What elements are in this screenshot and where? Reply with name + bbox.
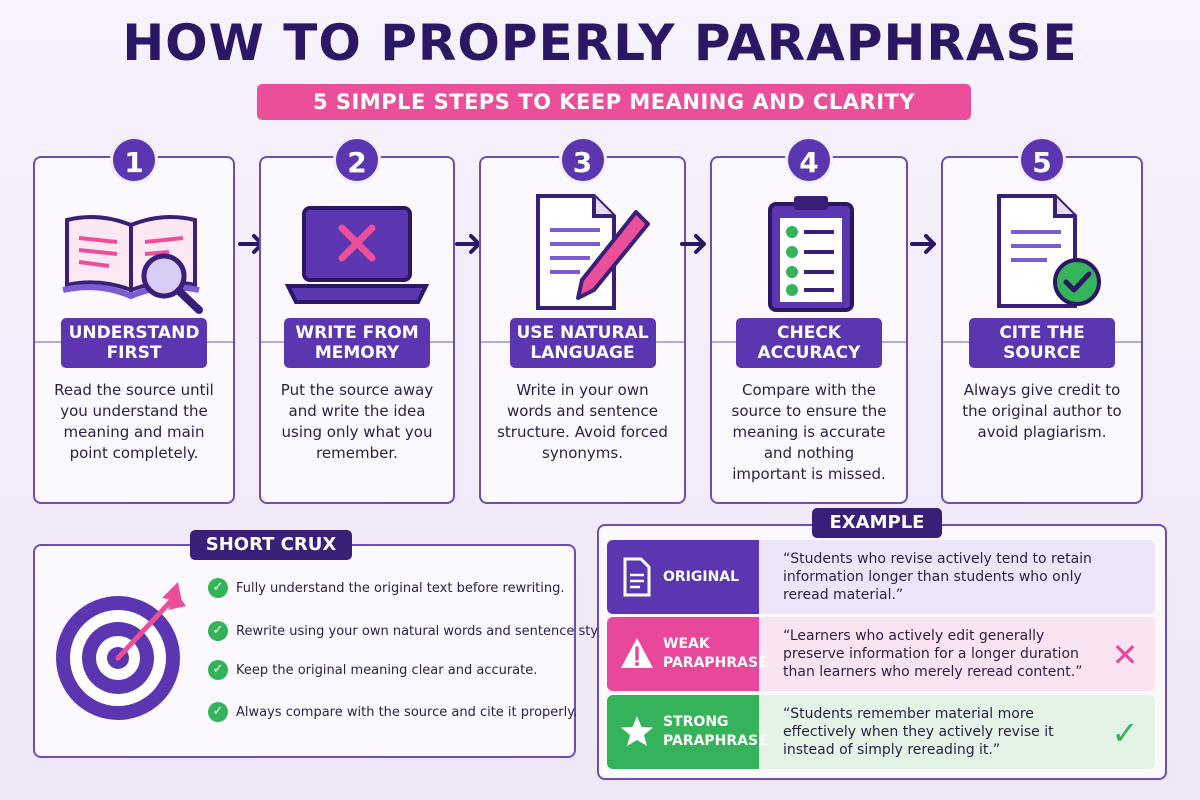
step-card-3: 3 USE NATURAL LANGUAGE Write in your own… bbox=[479, 136, 686, 504]
crux-item: ✓ Fully understand the original text befo… bbox=[208, 577, 565, 599]
arrow-right-icon bbox=[680, 234, 706, 254]
example-title: EXAMPLE bbox=[812, 508, 942, 538]
step-number: 1 bbox=[110, 136, 158, 184]
step-number: 5 bbox=[1018, 136, 1066, 184]
warning-icon bbox=[621, 638, 653, 668]
crux-item: ✓ Keep the original meaning clear and acc… bbox=[208, 659, 537, 681]
example-row-original: ORIGINAL “Students who revise actively t… bbox=[607, 540, 1155, 614]
page-title: HOW TO PROPERLY PARAPHRASE bbox=[122, 14, 1078, 72]
step-description: Compare with the source to ensure the me… bbox=[731, 381, 887, 483]
step-label: CHECK ACCURACY bbox=[736, 318, 882, 368]
step-description: Write in your own words and sentence str… bbox=[497, 381, 668, 462]
step-label: UNDERSTAND FIRST bbox=[61, 318, 207, 368]
document-pencil-icon bbox=[535, 194, 650, 310]
crux-item: ✓ Rewrite using your own natural words an… bbox=[208, 620, 614, 642]
crux-item-text: Always compare with the source and cite … bbox=[236, 704, 578, 720]
step-number: 4 bbox=[785, 136, 833, 184]
crux-item: ✓ Always compare with the source and cite… bbox=[208, 701, 577, 723]
example-tag: WEAK PARAPHRASE bbox=[607, 617, 768, 691]
crux-item-text: Keep the original meaning clear and accu… bbox=[236, 662, 538, 678]
check-mark-icon: ✓ bbox=[1111, 714, 1139, 752]
document-check-icon bbox=[997, 194, 1101, 308]
example-row-weak: WEAK PARAPHRASE “Learners who actively e… bbox=[607, 617, 1155, 691]
step-description: Put the source away and write the idea u… bbox=[280, 381, 434, 462]
crux-item-text: Rewrite using your own natural words and… bbox=[236, 623, 614, 639]
short-crux-title: SHORT CRUX bbox=[190, 530, 352, 560]
step-label: USE NATURAL LANGUAGE bbox=[509, 318, 656, 368]
crux-item-text: Fully understand the original text befor… bbox=[236, 580, 565, 596]
step-label: CITE THE SOURCE bbox=[969, 318, 1115, 368]
document-icon bbox=[623, 557, 651, 597]
example-tag-label: STRONG PARAPHRASE bbox=[663, 714, 768, 749]
example-row-strong: STRONG PARAPHRASE “Students remember mat… bbox=[607, 695, 1155, 769]
example-tag: STRONG PARAPHRASE bbox=[607, 695, 768, 769]
step-description: Always give credit to the original autho… bbox=[962, 381, 1122, 441]
step-description: Read the source until you understand the… bbox=[54, 381, 214, 462]
step-card-2: 2 WRITE FROM MEMORY Put the source away … bbox=[259, 136, 455, 504]
target-dart-icon bbox=[56, 582, 186, 720]
arrow-right-icon bbox=[910, 234, 936, 254]
star-icon bbox=[621, 716, 653, 746]
check-circle-icon: ✓ bbox=[208, 578, 228, 598]
example-text: “Learners who actively edit generally pr… bbox=[783, 628, 1083, 680]
step-number: 3 bbox=[558, 136, 607, 184]
open-book-magnifier-icon bbox=[62, 215, 203, 314]
page-subtitle: 5 SIMPLE STEPS TO KEEP MEANING AND CLARI… bbox=[257, 84, 971, 120]
example-text: “Students who revise actively tend to re… bbox=[783, 551, 1092, 603]
step-card-1: 1 UNDERSTAND FIRST Read the source until… bbox=[33, 136, 235, 504]
example-text: “Students remember material more effecti… bbox=[783, 706, 1054, 758]
check-circle-icon: ✓ bbox=[208, 660, 228, 680]
check-circle-icon: ✓ bbox=[208, 621, 228, 641]
example-tag: ORIGINAL bbox=[607, 540, 759, 614]
step-card-4: 4 CHECK ACCURACY Compare with the source… bbox=[710, 136, 908, 504]
step-label: WRITE FROM MEMORY bbox=[284, 318, 430, 368]
example-tag-label: WEAK PARAPHRASE bbox=[663, 636, 768, 671]
step-number: 2 bbox=[333, 136, 381, 184]
step-card-5: 5 CITE THE SOURCE Always give credit to … bbox=[941, 136, 1143, 504]
laptop-x-icon bbox=[284, 206, 430, 304]
example-tag-label: ORIGINAL bbox=[663, 568, 740, 585]
clipboard-checklist-icon bbox=[768, 196, 854, 312]
x-mark-icon: ✕ bbox=[1111, 636, 1139, 674]
check-circle-icon: ✓ bbox=[208, 702, 228, 722]
